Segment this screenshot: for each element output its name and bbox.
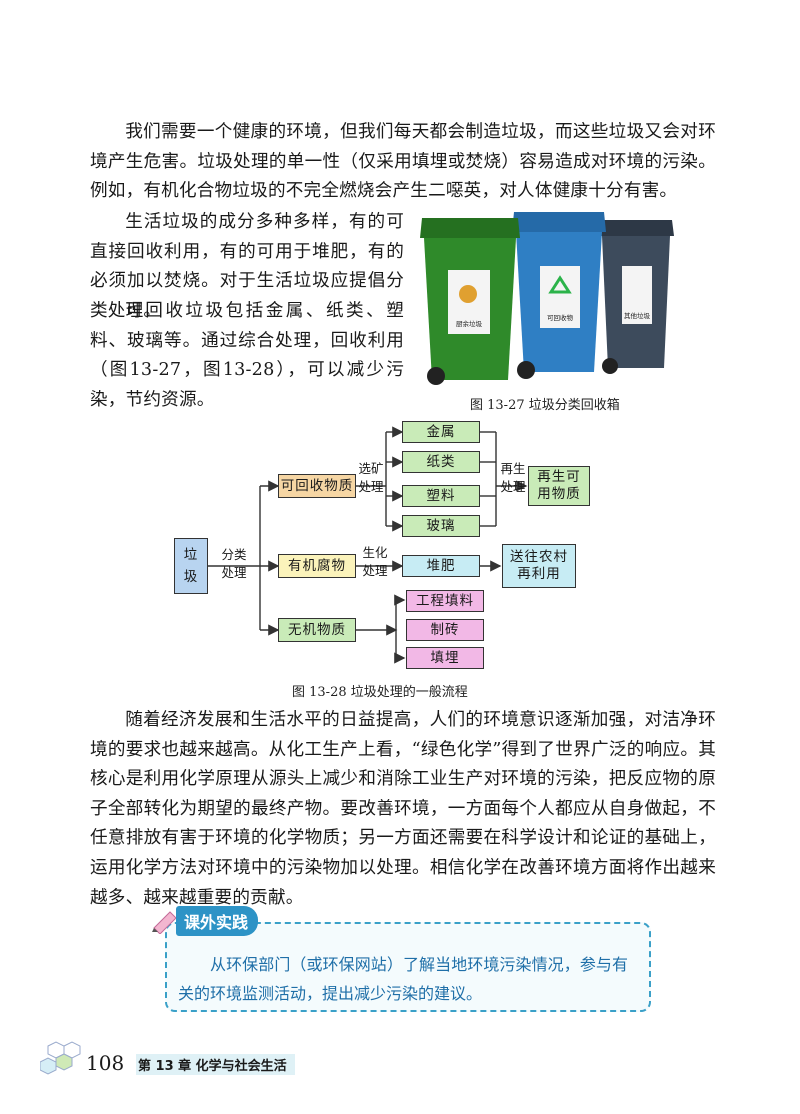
flow-root-edge-label: 分类 处理 <box>221 547 247 580</box>
flow-compost-result-box: 送往农村 再利用 <box>502 544 576 588</box>
flow-item-metal: 金属 <box>402 421 480 443</box>
extracurricular-practice-box <box>165 922 651 1012</box>
flow-organic-edge-label: 生化 处理 <box>362 545 388 578</box>
practice-title-text: 课外实践 <box>176 906 259 936</box>
page-number: 108 <box>86 1051 125 1075</box>
recycling-bins-figure: 厨余垃圾 可回收物 其他垃圾 <box>414 208 674 388</box>
bin-other-label: 其他垃圾 <box>624 311 651 320</box>
flow-organic-box: 有机腐物 <box>278 554 356 578</box>
figure-28-caption: 图 13-28 垃圾处理的一般流程 <box>292 685 468 700</box>
flow-recyclable-box: 可回收物质 <box>278 474 356 498</box>
flow-item-glass: 玻璃 <box>402 515 480 537</box>
figure-27-caption: 图 13-27 垃圾分类回收箱 <box>470 398 620 413</box>
hexagon-decoration-icon <box>40 1041 81 1075</box>
flow-item-fill: 工程填料 <box>406 590 484 612</box>
flow-compost-box: 堆肥 <box>402 555 480 577</box>
waste-flowchart: 垃 圾 分类 处理 可回收物质 选矿 处理 金属 纸类 塑料 玻璃 再生 处理 … <box>170 418 630 669</box>
flow-root-box: 垃 圾 <box>174 538 208 594</box>
flow-item-landfill: 填埋 <box>406 647 484 669</box>
flow-regen-edge-label: 再生 处理 <box>500 461 526 494</box>
bin-kitchen <box>420 218 520 385</box>
flow-item-plastic: 塑料 <box>402 485 480 507</box>
paragraph-3: 可回收垃圾包括金属、纸类、塑料、玻璃等。通过综合处理，回收利用（图13-27，图… <box>90 301 404 410</box>
flow-item-paper: 纸类 <box>402 451 480 473</box>
bin-recyclable-label: 可回收物 <box>547 313 574 322</box>
page-footer: 108 第 13 章 化学与社会生活 <box>40 1040 300 1080</box>
flow-inorganic-box: 无机物质 <box>278 618 356 642</box>
chapter-title: 第 13 章 化学与社会生活 <box>136 1054 295 1075</box>
bin-other <box>600 220 674 374</box>
paragraph-4: 随着经济发展和生活水平的日益提高，人们的环境意识逐渐加强，对洁净环境的要求也越来… <box>90 710 716 908</box>
bin-kitchen-label: 厨余垃圾 <box>456 319 483 328</box>
practice-title: 课外实践 <box>150 906 259 936</box>
paragraph-2: 生活垃圾的成分多种多样，有的可直接回收利用，有的可用于堆肥，有的必须加以焚烧。对… <box>90 212 404 321</box>
recycling-bins-image: 厨余垃圾 可回收物 其他垃圾 <box>420 212 674 385</box>
flowchart-lines <box>208 426 528 664</box>
bin-recyclable <box>512 212 606 379</box>
practice-body: 从环保部门（或环保网站）了解当地环境污染情况，参与有关的环境监测活动，提出减少污… <box>178 955 628 1003</box>
flow-regen-result-box: 再生可 用物质 <box>528 466 590 506</box>
paragraph-1: 我们需要一个健康的环境，但我们每天都会制造垃圾，而这些垃圾又会对环境产生危害。垃… <box>90 122 716 202</box>
flow-item-brick: 制砖 <box>406 619 484 641</box>
flow-recyclable-edge-label: 选矿 处理 <box>358 461 384 494</box>
